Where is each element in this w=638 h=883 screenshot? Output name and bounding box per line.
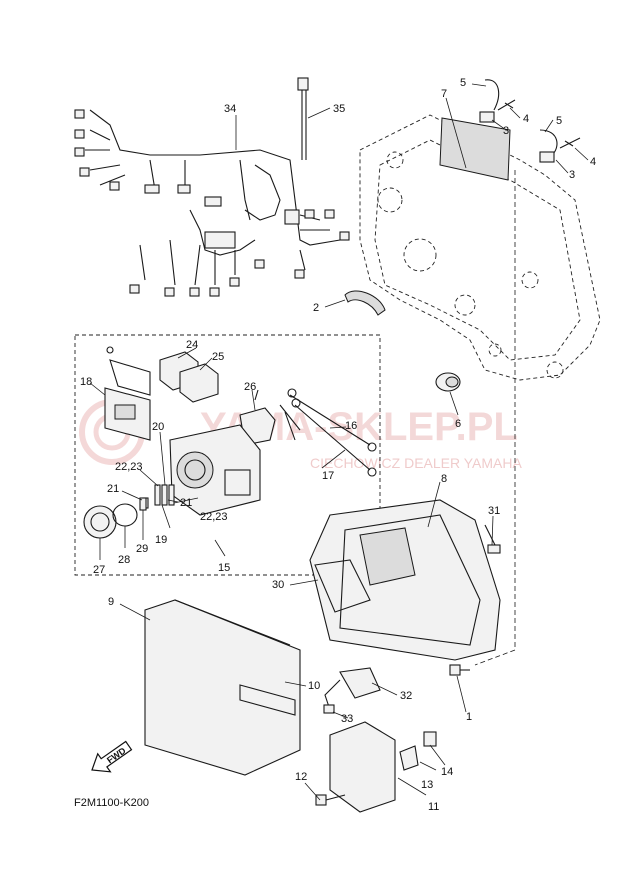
callout-24: 24	[186, 339, 198, 351]
sensor-32	[323, 667, 381, 714]
callout-33: 33	[341, 713, 353, 725]
callout-18: 18	[80, 376, 92, 388]
callout-28: 28	[118, 554, 130, 566]
callout-19: 19	[155, 534, 167, 546]
callout-5a: 5	[460, 77, 466, 89]
callout-3a: 3	[503, 125, 509, 137]
callout-4b: 4	[590, 156, 596, 168]
pad	[439, 117, 511, 181]
callout-16: 16	[345, 420, 357, 432]
cover	[144, 599, 301, 776]
callout-31: 31	[488, 505, 500, 517]
callout-26: 26	[244, 381, 256, 393]
callout-29: 29	[136, 543, 148, 555]
callout-12: 12	[295, 771, 307, 783]
relays	[159, 351, 219, 403]
ecu-case	[309, 499, 501, 661]
hoses	[279, 388, 377, 477]
callout-34: 34	[224, 103, 236, 115]
diagram-code: F2M1100-K200	[74, 797, 149, 809]
gasket	[314, 559, 371, 613]
watermark-sub: CIECHOWICZ DEALER YAMAHA	[310, 455, 523, 471]
callout-11: 11	[428, 801, 439, 813]
callout-22-23b: 22,23	[200, 511, 228, 523]
callout-21b: 21	[180, 497, 192, 509]
callout-21a: 21	[107, 483, 119, 495]
callout-7: 7	[441, 88, 447, 100]
callout-6: 6	[455, 418, 461, 430]
bolt-12	[315, 794, 346, 806]
callout-17: 17	[322, 470, 334, 482]
bolt-31	[484, 524, 501, 554]
cap-and-seal	[83, 497, 147, 539]
callout-13: 13	[421, 779, 433, 791]
callout-35: 35	[333, 103, 345, 115]
callout-5b: 5	[556, 115, 562, 127]
callout-10: 10	[308, 680, 320, 692]
clamp-and-screw-upper	[479, 79, 516, 123]
callout-4a: 4	[523, 113, 529, 125]
callout-2: 2	[313, 302, 319, 314]
injectors	[142, 484, 175, 509]
bolt-1	[449, 664, 470, 676]
callout-14: 14	[441, 766, 453, 778]
callout-15: 15	[218, 562, 230, 574]
mounting-plate	[359, 114, 601, 381]
callout-3b: 3	[569, 169, 575, 181]
leader-lines	[89, 83, 589, 801]
control-unit	[329, 721, 396, 813]
callout-32: 32	[400, 690, 412, 702]
callout-1: 1	[466, 711, 472, 723]
bracket-holder	[104, 346, 151, 441]
wiring-harness	[74, 109, 350, 297]
callouts: 34 35 7 5 4 3 5 4 3 2 6 8 31 30 9 10 32 …	[80, 77, 596, 813]
callout-20: 20	[152, 421, 164, 433]
cable-tie	[297, 77, 309, 160]
callout-8: 8	[441, 473, 447, 485]
callout-9: 9	[108, 596, 114, 608]
damper-and-collar	[399, 731, 437, 771]
grommet-half	[344, 290, 386, 316]
clamp-and-screw-lower	[539, 129, 581, 163]
callout-22-23a: 22,23	[115, 461, 143, 473]
assembly-group-box	[74, 334, 381, 576]
callout-30: 30	[272, 579, 284, 591]
grommet	[435, 372, 461, 392]
callout-27: 27	[93, 564, 105, 576]
fwd-arrow-icon: FWD	[91, 740, 133, 773]
callout-25: 25	[212, 351, 224, 363]
